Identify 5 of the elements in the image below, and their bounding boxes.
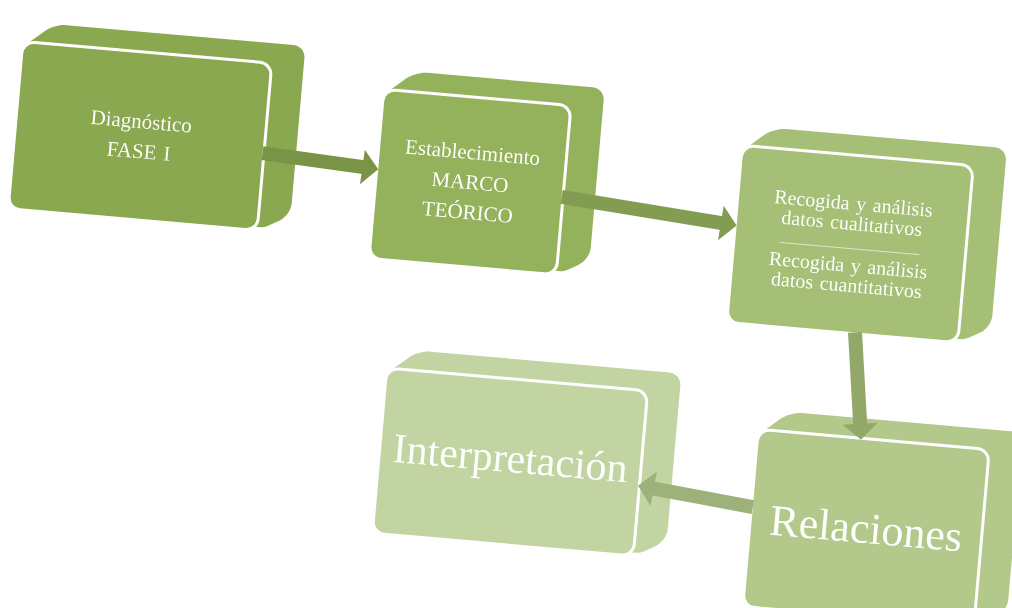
process-box: Interpretación (371, 351, 681, 557)
process-box: Diagnóstico FASE I (7, 25, 305, 232)
process-box: Relaciones (742, 412, 1012, 608)
process-box: Establecimiento MARCO TEÓRICO (368, 72, 604, 276)
process-box: Recogida y análisis datos cualitativos Recogida y análisis datos cuantitativos (726, 128, 1006, 344)
